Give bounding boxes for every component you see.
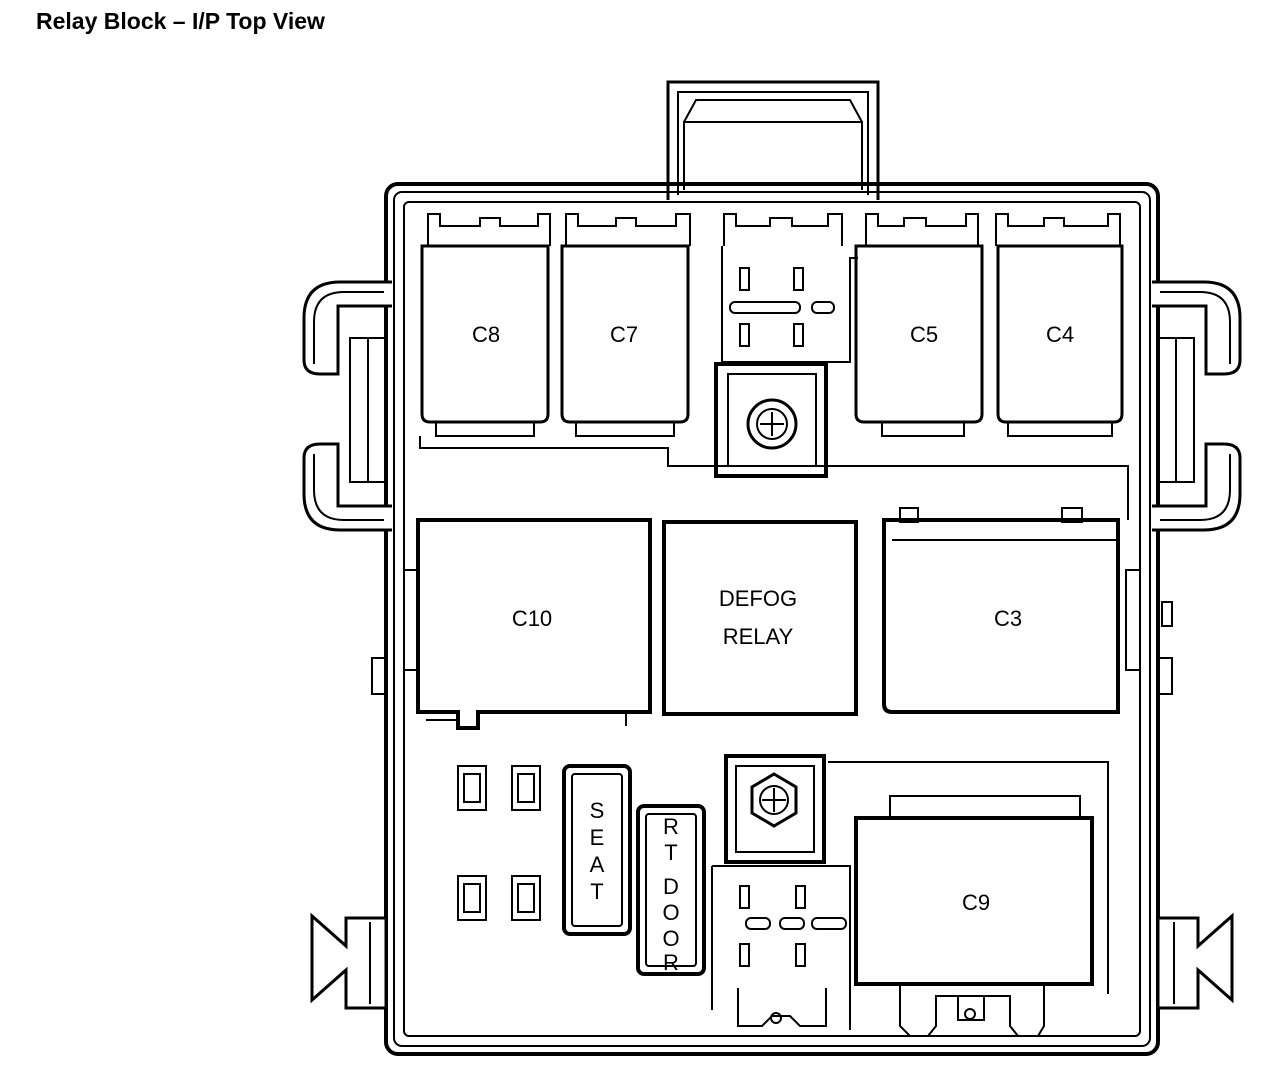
right-upper-bracket <box>1152 280 1242 483</box>
label-seat-letter: E <box>590 825 605 850</box>
connector-c4 <box>996 244 1124 437</box>
bottom-clip-pin <box>770 1012 782 1024</box>
label-seat-letter: S <box>590 798 605 823</box>
interior-divider <box>419 436 1129 520</box>
connector-c3 <box>882 507 1120 714</box>
connector-c9 <box>854 795 1094 1037</box>
right-mounting-foot <box>1156 912 1234 1010</box>
left-upper-bracket <box>302 280 392 483</box>
label-seat-letter: T <box>590 879 603 904</box>
upper-stud-terminal <box>714 362 828 478</box>
label-c8: C8 <box>472 322 500 347</box>
connector-c8 <box>420 244 550 437</box>
lower-relay-socket <box>711 865 851 1030</box>
mini-fuse-sockets <box>457 765 541 921</box>
rt-door-breaker <box>636 804 706 976</box>
label-c10: C10 <box>512 606 552 631</box>
label-rt-door-letter: R <box>663 814 679 839</box>
top-latch-tab <box>666 80 880 200</box>
label-rt-door-letter: D <box>663 874 679 899</box>
label-rt-door-letter: T <box>664 840 677 865</box>
connector-c7 <box>560 244 690 437</box>
left-lower-bracket <box>302 442 392 532</box>
housing-outline <box>384 182 1160 1056</box>
label-seat-letter: A <box>590 852 605 877</box>
defog-relay <box>662 520 858 716</box>
top-connector-latches <box>427 213 1121 246</box>
connector-c10 <box>416 518 652 730</box>
upper-relay-socket <box>721 246 858 363</box>
label-c4: C4 <box>1046 322 1074 347</box>
lower-stud-terminal <box>724 754 826 864</box>
label-defog-line1: DEFOG <box>719 586 797 611</box>
label-defog-line2: RELAY <box>723 624 794 649</box>
label-rt-door-letter: R <box>663 950 679 975</box>
bottom-clip <box>737 988 827 1027</box>
page-title: Relay Block – I/P Top View <box>36 8 325 34</box>
label-c9: C9 <box>962 890 990 915</box>
label-c7: C7 <box>610 322 638 347</box>
connector-c5 <box>854 244 984 437</box>
label-rt-door-letter: O <box>662 926 679 951</box>
seat-breaker <box>562 764 632 936</box>
lower-inner-frame <box>828 761 1109 994</box>
right-lower-bracket <box>1152 442 1242 532</box>
label-c5: C5 <box>910 322 938 347</box>
label-c3: C3 <box>994 606 1022 631</box>
label-rt-door-letter: O <box>662 900 679 925</box>
left-mounting-foot <box>310 912 388 1010</box>
